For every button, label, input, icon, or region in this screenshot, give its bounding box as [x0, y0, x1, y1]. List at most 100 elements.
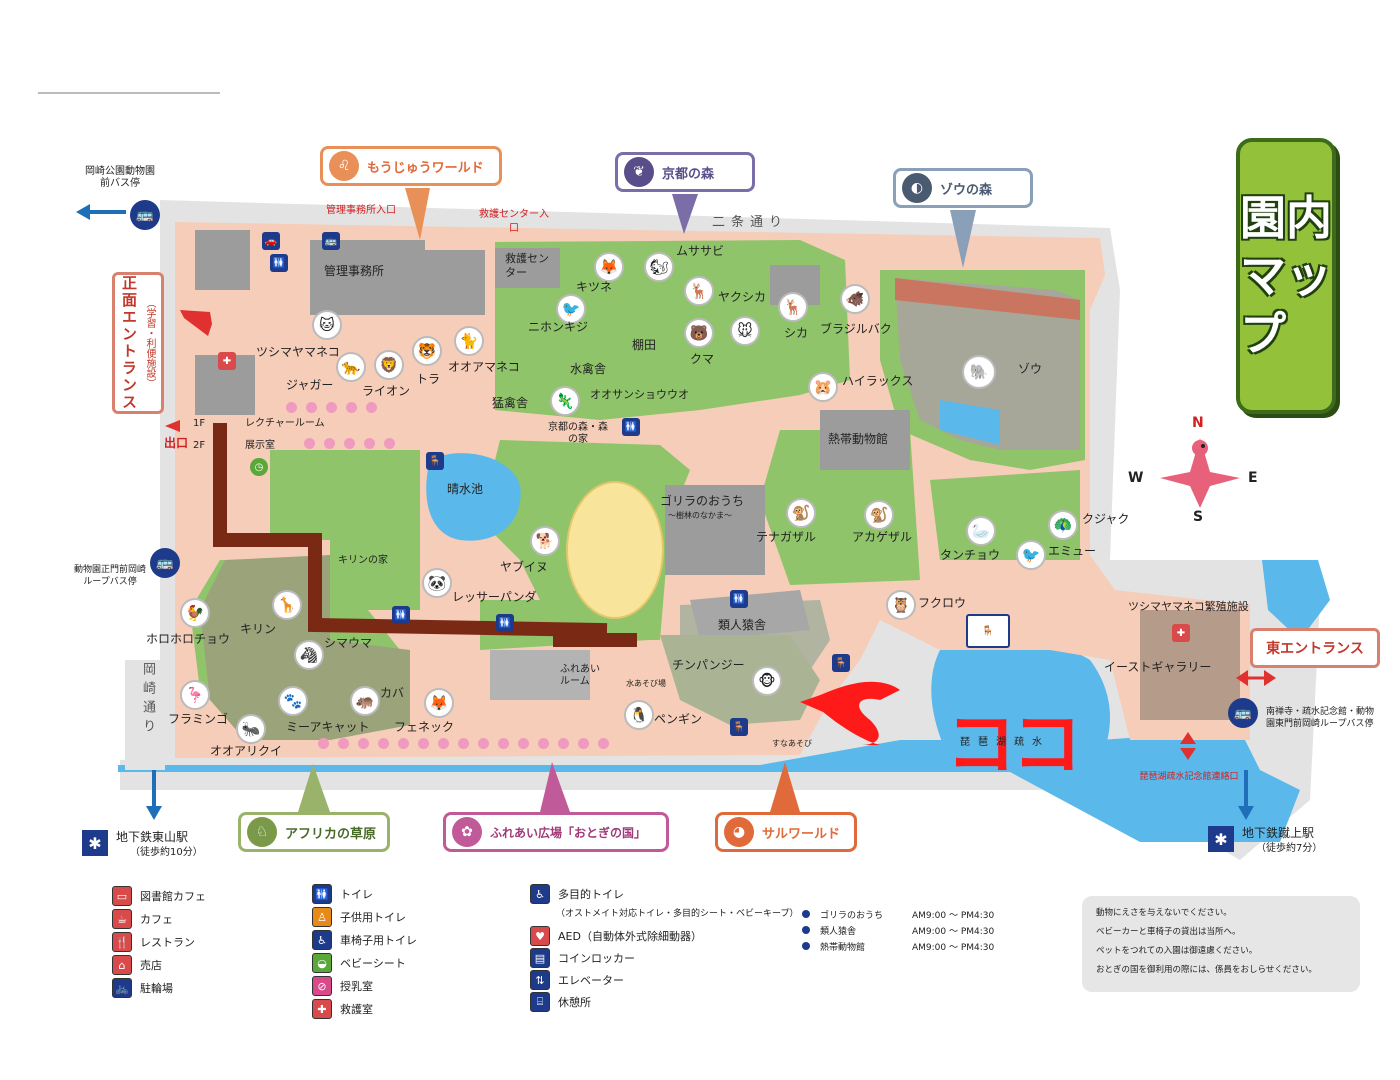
gibbon-icon[interactable]: 🐒: [786, 498, 816, 528]
flamingo-icon[interactable]: 🦩: [180, 680, 210, 710]
east-gallery-label: イーストギャラリー: [1104, 660, 1212, 674]
crane-icon[interactable]: 🦢: [966, 516, 996, 546]
legend-baby-seat: ◒ベビーシート: [312, 953, 406, 973]
area-tag-moujuu[interactable]: ♌もうじゅうワールド: [320, 146, 502, 186]
locker-icon: ▤: [530, 948, 550, 968]
animal-label-anteater: オオアリクイ: [210, 744, 283, 758]
animal-label-rhesus: アカゲザル: [852, 530, 913, 544]
rest-area-icon-pond[interactable]: 🪑: [426, 452, 444, 470]
gorilla-house-sub: 〜樹林のなかま〜: [668, 511, 732, 520]
aed-icon: ♥: [530, 926, 550, 946]
emu-icon[interactable]: 🐦: [1016, 540, 1046, 570]
fureai-room-label: ふれあいルーム: [560, 664, 600, 687]
leaf-icon: ❦: [624, 157, 654, 187]
yamaneko-icon[interactable]: 🐱: [312, 310, 342, 340]
main-entrance[interactable]: 正面エントランス （学習・利便施設）: [112, 272, 164, 414]
anteater-icon[interactable]: 🐜: [236, 714, 266, 744]
zebra-icon[interactable]: 🦓: [294, 640, 324, 670]
fox-icon[interactable]: 🦊: [594, 252, 624, 282]
hippo-icon[interactable]: 🦛: [350, 686, 380, 716]
area-tag-otogi[interactable]: ✿ふれあい広場「おとぎの国」: [443, 812, 669, 852]
bush-dog-icon[interactable]: 🐕: [530, 526, 560, 556]
kids-toilet-icon: ♙: [312, 907, 332, 927]
elephant-icon: ◐: [902, 173, 932, 203]
hyrax-icon[interactable]: 🐹: [808, 372, 838, 402]
station-keage[interactable]: ✱ 地下鉄蹴上駅 （徒歩約7分）: [1208, 826, 1322, 856]
parking-icon[interactable]: 🚗: [262, 232, 280, 250]
rest-area-icon: ⌸: [530, 992, 550, 1012]
path-dots-north2: [304, 438, 395, 449]
bus-stop-nw-label: 岡崎公園動物園前バス停: [85, 166, 155, 189]
compass-north: N: [1192, 415, 1204, 431]
guineafowl-icon[interactable]: 🐓: [180, 598, 210, 628]
animal-label-jaguar: ジャガー: [286, 378, 334, 392]
bear-icon[interactable]: 🐻: [684, 318, 714, 348]
animal-label-lion: ライオン: [362, 384, 411, 398]
legend-toilet: 🚻トイレ: [312, 884, 373, 904]
rest-area-icon-east[interactable]: 🪑: [832, 654, 850, 672]
lecture-room-label: レクチャールーム: [245, 418, 325, 429]
salamander-icon[interactable]: 🦎: [550, 386, 580, 416]
area-tag-saru[interactable]: ◕サルワールド: [715, 812, 857, 852]
flying-squirrel-icon[interactable]: 🐿: [644, 252, 674, 282]
yakushika-icon[interactable]: 🦌: [684, 276, 714, 306]
east-entrance[interactable]: 東エントランス: [1250, 628, 1380, 668]
admin-entrance-label: 管理事務所入口: [326, 205, 396, 216]
animal-label-tiger: トラ: [416, 372, 441, 386]
deer-icon[interactable]: 🦌: [778, 292, 808, 322]
bus-stop-nw-icon[interactable]: 🚌: [130, 200, 160, 230]
rest-area-icon-saru[interactable]: 🪑: [730, 718, 748, 736]
lion-animal-icon[interactable]: 🦁: [374, 350, 404, 380]
red-panda-icon[interactable]: 🐼: [422, 568, 452, 598]
owl-icon[interactable]: 🦉: [886, 590, 916, 620]
area-tag-kyoto[interactable]: ❦京都の森: [615, 152, 755, 192]
sand-play-label: すなあそび: [772, 739, 812, 748]
animal-label-emu: エミュー: [1048, 544, 1097, 558]
top-divider: [38, 92, 220, 94]
lion-icon: ♌: [329, 151, 359, 181]
peacock-icon[interactable]: 🦚: [1048, 510, 1078, 540]
manul-icon[interactable]: 🐈: [454, 326, 484, 356]
giraffe-animal-icon[interactable]: 🦒: [272, 590, 302, 620]
pheasant-icon[interactable]: 🐦: [556, 294, 586, 324]
bus-icon-admin[interactable]: 🚌: [322, 232, 340, 250]
tiger-icon[interactable]: 🐯: [412, 336, 442, 366]
elephant-animal-icon[interactable]: 🐘: [962, 355, 996, 389]
toilet-icon-savanna[interactable]: 🚻: [392, 606, 410, 624]
path-dots-south: [318, 738, 609, 749]
exhibition-room-label: 展示室: [245, 440, 275, 451]
map-title: 園内マップ: [1236, 138, 1336, 414]
toilet-icon[interactable]: 🚻: [270, 254, 288, 272]
toilet-icon-ape[interactable]: 🚻: [730, 590, 748, 608]
meerkat-icon[interactable]: 🐾: [278, 686, 308, 716]
rest-area-icon-lake[interactable]: 🪑: [966, 614, 1010, 648]
chimp-area: [660, 635, 820, 725]
animal-label-deer: シカ: [784, 326, 809, 340]
tapir-icon[interactable]: 🐗: [840, 284, 870, 314]
station-higashiyama[interactable]: ✱ 地下鉄東山駅 （徒歩約10分）: [82, 830, 203, 860]
rabbit-icon: ✿: [452, 817, 482, 847]
admin-office-label: 管理事務所: [324, 264, 385, 278]
jaguar-icon[interactable]: 🐆: [336, 352, 366, 382]
legend-cafe: ☕カフェ: [112, 909, 173, 929]
bus-stop-e-label: 南禅寺・疏水記念館・動物園東門前岡崎ループバス停: [1266, 707, 1375, 729]
rhesus-icon[interactable]: 🐒: [864, 500, 894, 530]
chimpanzee-icon[interactable]: 🐵: [752, 666, 782, 696]
bus-stop-e-icon[interactable]: 🚌: [1228, 698, 1258, 728]
first-aid-icon-ent[interactable]: ✚: [218, 352, 236, 370]
fennec-icon[interactable]: 🦊: [424, 688, 454, 718]
toilet-icon-kyoto[interactable]: 🚻: [622, 418, 640, 436]
toilet-icon-center[interactable]: 🚻: [496, 614, 514, 632]
animal-label-salamander: オオサンショウウオ: [590, 388, 689, 401]
animal-label-zebra: シマウマ: [324, 636, 373, 650]
penguin-icon[interactable]: 🐧: [624, 700, 654, 730]
area-tag-zou[interactable]: ◐ゾウの森: [893, 168, 1033, 208]
baby-seat-icon: ◒: [312, 953, 332, 973]
bus-stop-w-icon[interactable]: 🚌: [150, 548, 180, 578]
first-aid-icon-east[interactable]: ✚: [1172, 624, 1190, 642]
mouse-icon[interactable]: 🐭: [730, 316, 760, 346]
area-tag-africa[interactable]: ♘アフリカの草原: [238, 812, 390, 852]
legend-rest-area: ⌸休憩所: [530, 992, 591, 1012]
animal-label-meerkat: ミーアキャット: [286, 720, 370, 734]
